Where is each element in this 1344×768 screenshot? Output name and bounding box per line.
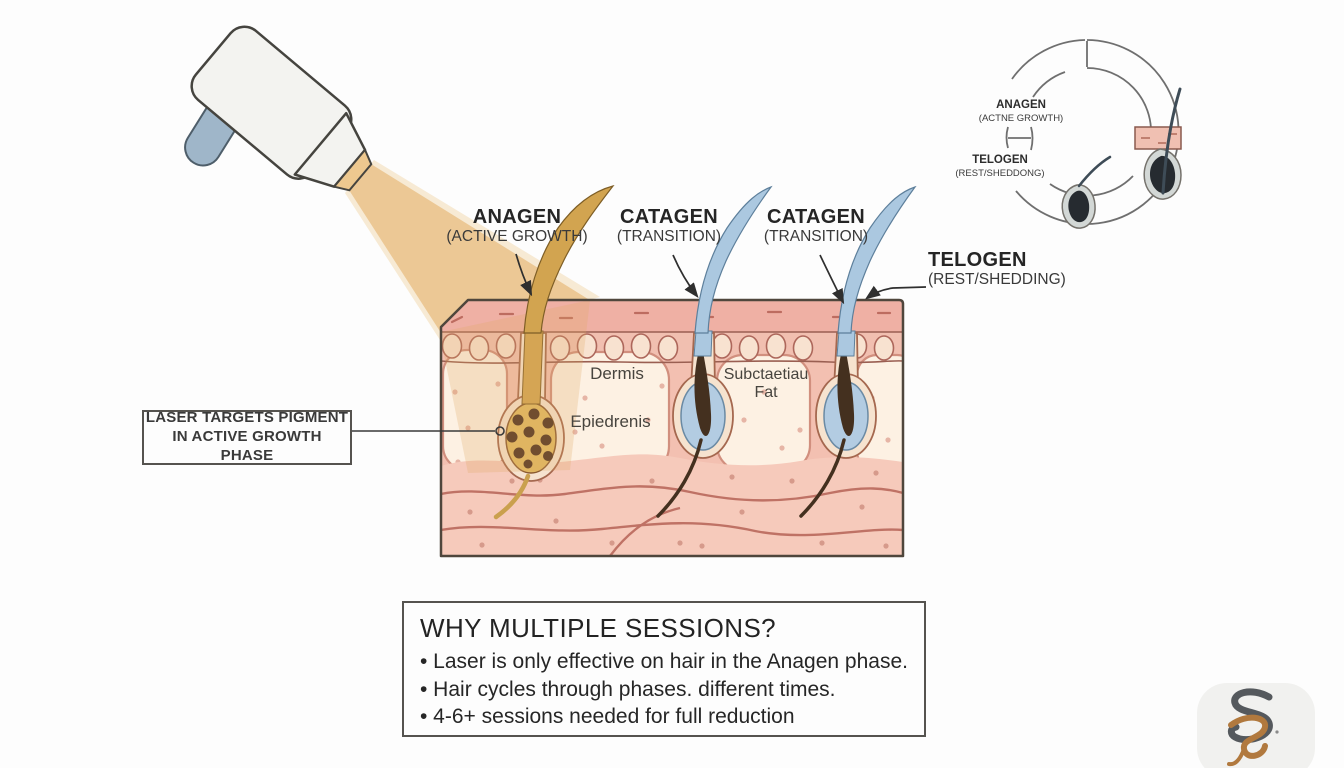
- cycle-follicle-right: [1134, 87, 1182, 200]
- label-catagen-2: CATAGEN (TRANSITION): [726, 206, 906, 246]
- brand-logo-badge: [1197, 683, 1315, 768]
- label-catagen-1-title: CATAGEN: [619, 206, 719, 228]
- catagen-hair-shaft: [694, 185, 773, 334]
- cycle-inner-arc-1: [1086, 67, 1152, 136]
- epidermis-band: [441, 300, 903, 332]
- cycle-inner-arc-3: [1032, 71, 1066, 98]
- label-epidermis: Epiedrenis: [570, 412, 651, 431]
- label-subcutaneous: Subctaetiau Fat: [718, 366, 814, 403]
- label-catagen-2-subtitle: (TRANSITION): [763, 228, 869, 246]
- label-subcutaneous-line1: Subctaetiau: [723, 366, 809, 383]
- hair-shafts: [523, 184, 917, 334]
- monogram-swirl-copper: [1228, 714, 1268, 759]
- cycle-follicle-bottom: [1061, 155, 1112, 229]
- anagen-hair-shaft: [523, 184, 615, 334]
- label-catagen-1-subtitle: (TRANSITION): [616, 228, 722, 246]
- label-telogen-title: TELOGEN: [928, 249, 1027, 271]
- cycle-label-telogen: TELOGEN (REST/SHEDDONG): [944, 154, 1056, 179]
- subcutis-dots: [467, 470, 889, 549]
- label-catagen-2-title: CATAGEN: [766, 206, 866, 228]
- telogen-hair-shaft: [837, 185, 917, 334]
- cycle-anagen-subtitle: (ACTNE GROWTH): [978, 112, 1064, 124]
- label-anagen: ANAGEN (ACTIVE GROWTH): [427, 206, 607, 246]
- cycle-label-anagen: ANAGEN (ACTNE GROWTH): [966, 99, 1076, 124]
- skin-cross-section: [441, 300, 903, 556]
- info-box-title: WHY MULTIPLE SESSIONS?: [420, 613, 777, 643]
- cycle-bracket: [1005, 126, 1034, 151]
- info-bullet-1: • Laser is only effective on hair in the…: [420, 650, 908, 673]
- device-tip: [332, 148, 373, 192]
- monogram-s-dark: [1227, 688, 1273, 744]
- pigment-dots: [506, 408, 554, 469]
- target-marker: [495, 426, 505, 436]
- laser-device: [184, 25, 373, 192]
- laser-target-callout: LASER TARGETS PIGMENT IN ACTIVE GROWTH P…: [142, 409, 352, 465]
- label-anagen-subtitle: (ACTIVE GROWTH): [446, 228, 588, 246]
- label-anagen-title: ANAGEN: [472, 206, 562, 228]
- cell-ovals: [441, 333, 895, 361]
- telogen-follicle: [799, 330, 877, 518]
- cycle-telogen-title: TELOGEN: [972, 154, 1028, 166]
- callout-line2: IN ACTIVE GROWTH PHASE: [172, 428, 322, 464]
- cycle-anagen-title: ANAGEN: [996, 99, 1046, 111]
- brand-monogram: [1227, 688, 1279, 767]
- monogram-dot: [1275, 730, 1279, 734]
- label-catagen-1: CATAGEN (TRANSITION): [579, 206, 759, 246]
- label-telogen-subtitle: (REST/SHEDDING): [928, 271, 1066, 289]
- info-bullet-3: • 4-6+ sessions needed for full reductio…: [420, 705, 795, 729]
- cycle-telogen-subtitle: (REST/SHEDDONG): [955, 167, 1045, 179]
- catagen-follicle: [656, 330, 734, 518]
- monogram-swirl-tail: [1227, 747, 1246, 767]
- label-arrows: [515, 253, 927, 305]
- beam-in-skin: [441, 300, 590, 473]
- cycle-outer-arc-2: [1011, 39, 1086, 80]
- callout-line1: LASER TARGETS PIGMENT: [145, 409, 349, 427]
- info-bullet-2: • Hair cycles through phases. different …: [420, 677, 836, 701]
- why-multiple-sessions-box: WHY MULTIPLE SESSIONS? • Laser is only e…: [402, 601, 926, 737]
- surface-dashes: [450, 310, 892, 324]
- label-dermis: Dermis: [590, 364, 644, 383]
- laser-target-callout-text: LASER TARGETS PIGMENT IN ACTIVE GROWTH P…: [144, 409, 350, 465]
- label-subcutaneous-line2: Fat: [754, 384, 778, 402]
- callout-connector: [349, 426, 505, 436]
- anagen-follicle: [493, 330, 565, 520]
- skin-outline: [439, 298, 905, 558]
- label-telogen: TELOGEN (REST/SHEDDING): [928, 249, 1088, 289]
